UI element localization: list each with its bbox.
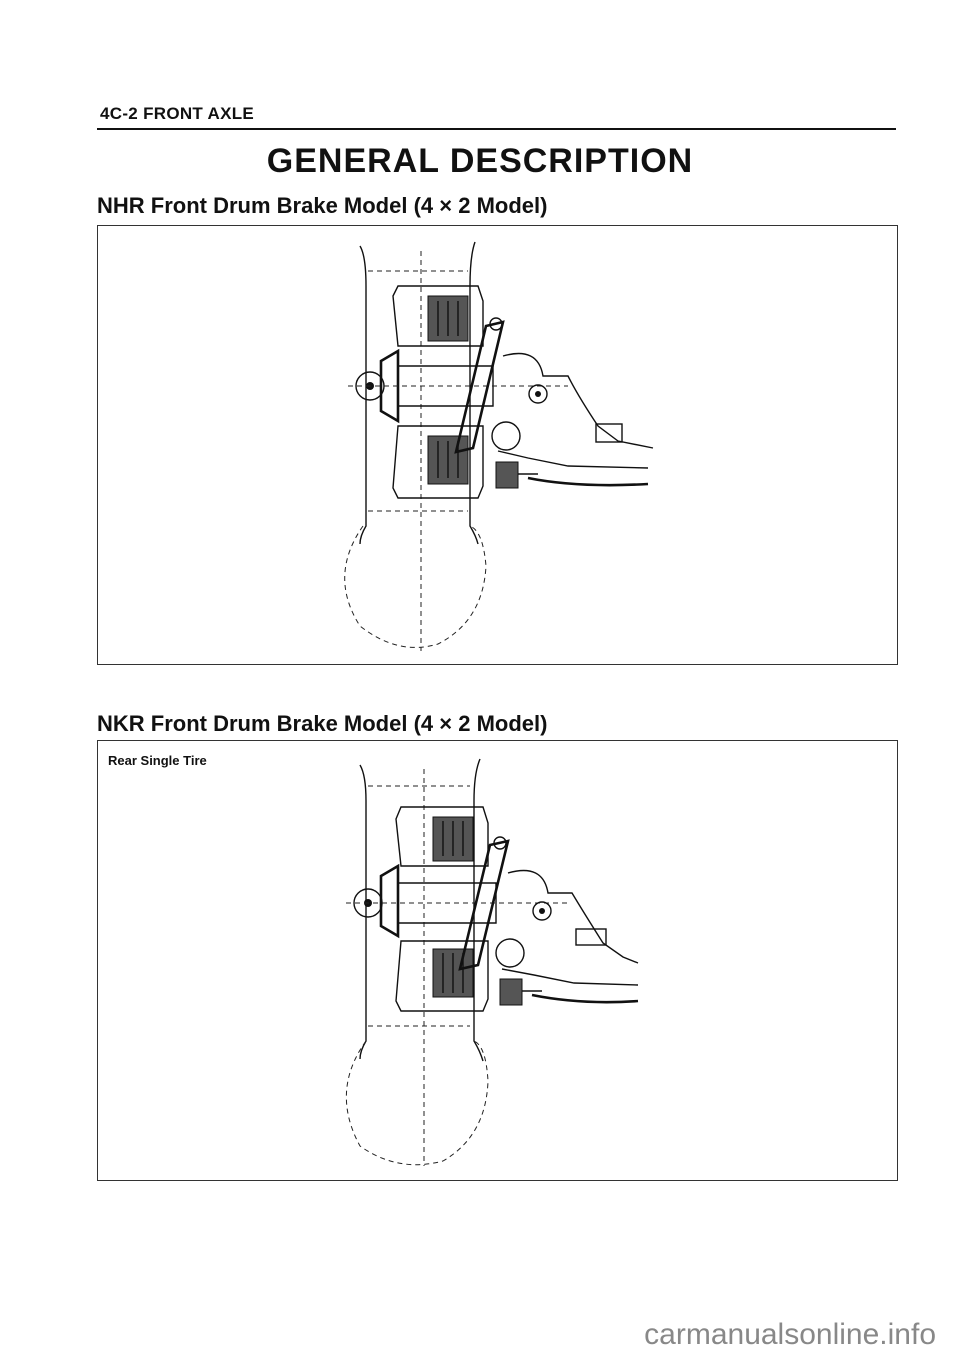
figure-1-heading: NHR Front Drum Brake Model (4 × 2 Model)	[97, 193, 548, 218]
figure-1-axle-diagram	[344, 241, 654, 651]
figure-1-frame	[97, 225, 898, 665]
figure-2-label: Rear Single Tire	[108, 753, 207, 768]
header-rule	[97, 128, 896, 130]
page-section-header: 4C-2 FRONT AXLE	[100, 104, 255, 123]
figure-2-heading: NKR Front Drum Brake Model (4 × 2 Model)	[97, 711, 548, 736]
figure-2-frame: Rear Single Tire	[97, 740, 898, 1181]
site-watermark: carmanualsonline.info	[644, 1318, 936, 1351]
page-title: GENERAL DESCRIPTION	[266, 142, 694, 180]
figure-2-axle-diagram	[345, 758, 639, 1166]
